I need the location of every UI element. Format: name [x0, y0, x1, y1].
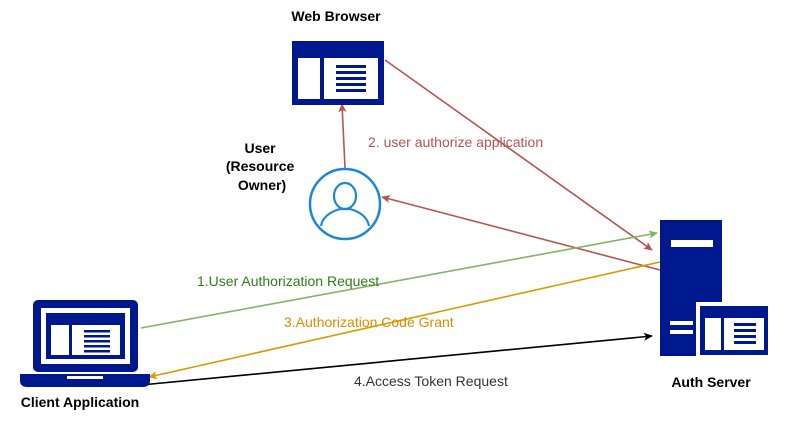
- web-browser-label: Web Browser: [291, 8, 381, 24]
- edge-user-authorization-request: [140, 230, 658, 329]
- client-application-label: Client Application: [21, 394, 139, 410]
- edge-label-user-authorization-request: 1.User Authorization Request: [197, 273, 379, 289]
- user-label-line-2: (Resource: [226, 158, 295, 174]
- user-node: User (Resource Owner): [226, 140, 382, 241]
- edge-label-user-authorize-application: 2. user authorize application: [368, 134, 543, 150]
- user-label-line-1: User: [244, 140, 276, 156]
- auth-server-label: Auth Server: [671, 374, 751, 390]
- edge-access-token-request: [140, 332, 653, 386]
- edges: [140, 59, 661, 386]
- user-label-line-3: Owner): [238, 177, 286, 193]
- user-person-icon: [308, 167, 382, 241]
- user-label: User (Resource Owner): [226, 140, 298, 193]
- edge-label-access-token-request: 4.Access Token Request: [354, 373, 508, 389]
- client-application-node: Client Application: [20, 300, 150, 410]
- edge-label-authorization-code-grant: 3.Authorization Code Grant: [284, 314, 454, 330]
- edge-browser-to-auth-server: [384, 59, 653, 251]
- browser-window-icon: [292, 41, 384, 105]
- edge-auth-server-to-user: [381, 195, 661, 271]
- laptop-icon: [20, 300, 150, 387]
- edge-labels: 2. user authorize application 1.User Aut…: [197, 134, 543, 389]
- auth-server-node: Auth Server: [660, 220, 772, 390]
- edge-authorization-code-grant: [148, 261, 661, 380]
- server-icon: [660, 220, 772, 358]
- edge-user-to-browser: [338, 103, 347, 169]
- web-browser-node: Web Browser: [291, 8, 384, 105]
